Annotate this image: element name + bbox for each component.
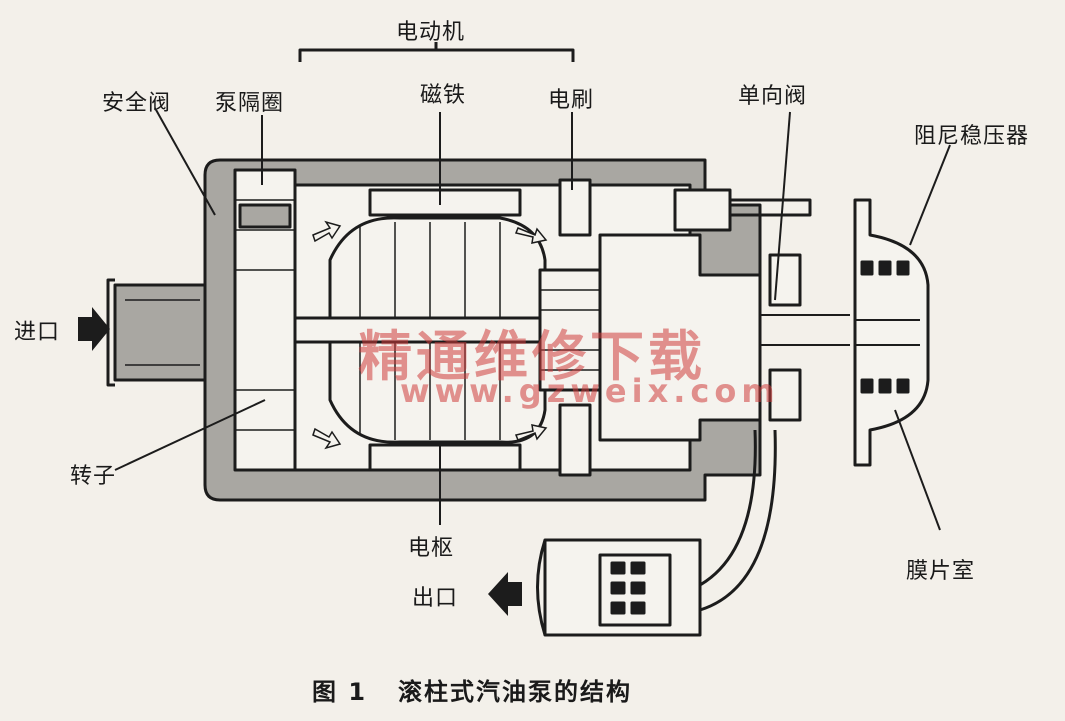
inlet-tube: [113, 283, 207, 382]
outlet-arrow-icon: [488, 572, 522, 616]
leader-safety-valve: [154, 107, 216, 216]
leader-check-valve: [774, 111, 791, 301]
watermark-text: 精通维修下载: [358, 325, 706, 388]
label-safety-valve: 安全阀: [102, 91, 172, 116]
outlet-hose: [689, 429, 757, 592]
label-rotor: 转子: [70, 464, 117, 489]
label-outlet: 出口: [412, 586, 459, 611]
damper-body: [853, 198, 930, 467]
label-armature: 电枢: [408, 536, 455, 561]
leader-diaphragm: [894, 409, 941, 531]
label-inlet: 进口: [14, 320, 61, 345]
label-brush: 电刷: [548, 88, 595, 113]
magnet-top: [368, 188, 522, 217]
label-damper: 阻尼稳压器: [914, 124, 1030, 149]
label-magnet: 磁铁: [420, 83, 467, 108]
leader-rotor: [114, 399, 266, 471]
inlet-arrow-icon: [78, 307, 110, 351]
magnet-bottom: [368, 443, 522, 472]
label-motor: 电动机: [396, 20, 466, 45]
label-check-valve: 单向阀: [738, 84, 808, 109]
figure-number: 图 1: [312, 678, 368, 706]
check-valve-body: [598, 233, 762, 442]
figure-title: 滚柱式汽油泵的结构: [398, 678, 632, 706]
brush-block: [558, 178, 592, 237]
watermark-url: www.gzweix.com: [400, 372, 780, 410]
label-diaphragm-chamber: 膜片室: [906, 559, 976, 584]
label-pump-spacer: 泵隔圈: [215, 91, 285, 116]
motor-bracket: [298, 42, 575, 62]
leader-damper: [909, 144, 951, 246]
